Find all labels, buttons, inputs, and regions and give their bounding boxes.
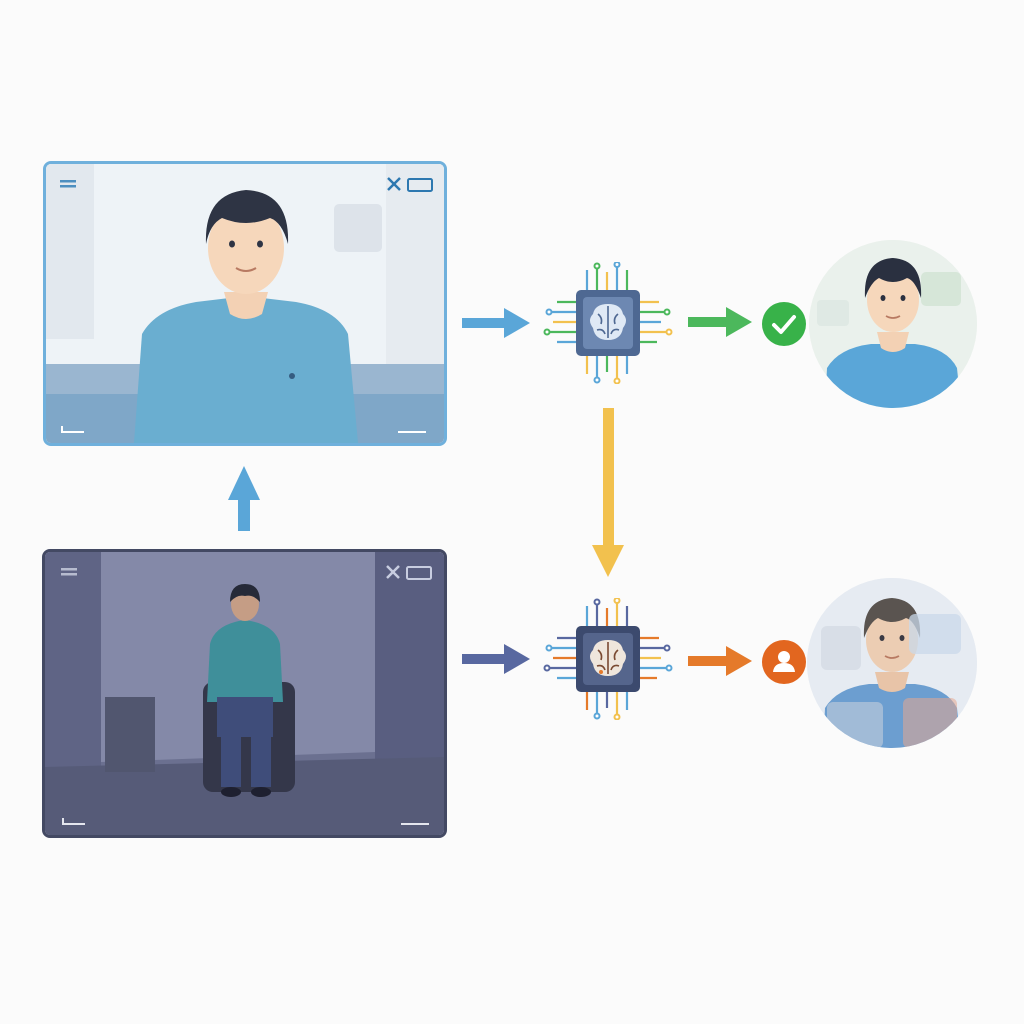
clear-camera-scene xyxy=(46,164,444,443)
check-badge xyxy=(762,302,806,346)
lowlight-camera-frame xyxy=(42,549,447,838)
brain-chip-icon-top xyxy=(543,262,673,384)
clear-result-portrait xyxy=(809,240,977,408)
lowlight-camera-scene xyxy=(45,552,444,835)
arrow-down-yellow xyxy=(592,408,624,577)
clear-camera-frame xyxy=(43,161,447,446)
person-icon xyxy=(773,651,795,672)
tool-icon xyxy=(386,565,400,579)
arrow-up-blue xyxy=(228,466,260,531)
battery-icon xyxy=(407,178,433,192)
tool-icon xyxy=(387,177,401,191)
person-badge xyxy=(762,640,806,684)
arrow-right-slate xyxy=(462,644,530,674)
menu-icon xyxy=(60,180,76,188)
person-portrait-clear xyxy=(809,240,977,408)
person-portrait-blurred xyxy=(807,578,977,748)
arrow-right-green xyxy=(688,307,752,337)
check-icon xyxy=(772,315,796,334)
brain-chip-icon-bottom xyxy=(543,598,673,720)
battery-icon xyxy=(406,566,432,580)
menu-icon xyxy=(61,568,77,576)
arrow-right-orange xyxy=(688,646,752,676)
blurred-result-portrait xyxy=(807,578,977,748)
arrow-right-blue xyxy=(462,308,530,338)
